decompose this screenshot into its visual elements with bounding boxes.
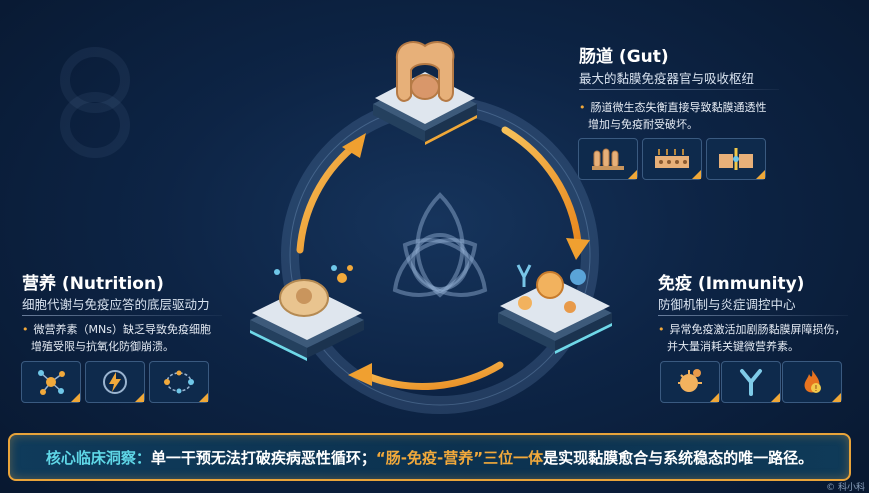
gut-subtitle: 最大的黏膜免疫器官与吸收枢纽: [579, 71, 755, 86]
banner-text-part1: 单一干预无法打破疾病恶性循环；: [150, 448, 376, 467]
gut-bullet-line1: 肠道微生态失衡直接导致黏膜通透性: [590, 101, 767, 114]
nutrition-bullet-line2: 增殖受限与抗氧化防御崩溃。: [31, 340, 174, 353]
immunity-divider: [658, 315, 848, 316]
immunity-bullet: •异常免疫激活加剧肠黏膜屏障损伤， 并大量消耗关键微营养素。: [658, 323, 846, 353]
immunity-title: 免疫 (Immunity): [658, 274, 805, 294]
banner-highlight: “肠-免疫-营养”三位一体: [375, 448, 544, 467]
clinical-insight-banner: 核心临床洞察： 单一干预无法打破疾病恶性循环； “肠-免疫-营养”三位一体 是实…: [8, 433, 851, 481]
svg-text:!: !: [814, 384, 817, 393]
banner-label: 核心临床洞察：: [45, 448, 151, 467]
immunity-bullet-line1: 异常免疫激活加剧肠黏膜屏障损伤，: [669, 323, 846, 336]
nutrition-platform-illustration: [250, 265, 364, 361]
molecule-network-icon: [21, 361, 81, 403]
immunity-bullet-line2: 并大量消耗关键微营养素。: [667, 340, 799, 353]
immunity-subtitle: 防御机制与炎症调控中心: [658, 297, 796, 312]
nutrition-title: 营养 (Nutrition): [22, 274, 164, 294]
gut-divider: [579, 89, 779, 90]
immunity-platform-illustration: [498, 264, 612, 354]
villi-icon: [578, 138, 638, 180]
nutrition-divider: [22, 315, 222, 316]
gut-title: 肠道 (Gut): [579, 47, 669, 67]
antibody-icon: [721, 361, 781, 403]
gut-bullet-line2: 增加与免疫耐受破坏。: [588, 118, 698, 131]
energy-power-icon: [85, 361, 145, 403]
arrow-nutrition-to-gut: [296, 133, 366, 254]
inflammation-fire-icon: !: [782, 361, 842, 403]
gut-bullet: •肠道微生态失衡直接导致黏膜通透性 增加与免疫耐受破坏。: [579, 101, 767, 131]
barrier-breach-icon: [706, 138, 766, 180]
nutrition-bullet: •微营养素（MNs）缺乏导致免疫细胞 增殖受限与抗氧化防御崩溃。: [22, 323, 211, 353]
gut-platform-illustration: [373, 41, 477, 145]
mucosal-barrier-icon: [642, 138, 702, 180]
banner-text-part2: 是实现黏膜愈合与系统稳态的唯一路径。: [543, 448, 814, 467]
trinity-knot-icon: [392, 192, 488, 298]
nutrition-subtitle: 细胞代谢与免疫应答的底层驱动力: [22, 297, 210, 312]
arrow-immunity-to-nutrition: [348, 361, 504, 390]
watermark: © 科小科: [826, 483, 865, 493]
immune-cell-icon: [660, 361, 720, 403]
arrow-gut-to-immunity: [501, 126, 590, 260]
background-knot-decoration: [60, 47, 130, 158]
nutrition-bullet-line1: 微营养素（MNs）缺乏导致免疫细胞: [33, 323, 211, 336]
metabolism-cycle-icon: [149, 361, 209, 403]
